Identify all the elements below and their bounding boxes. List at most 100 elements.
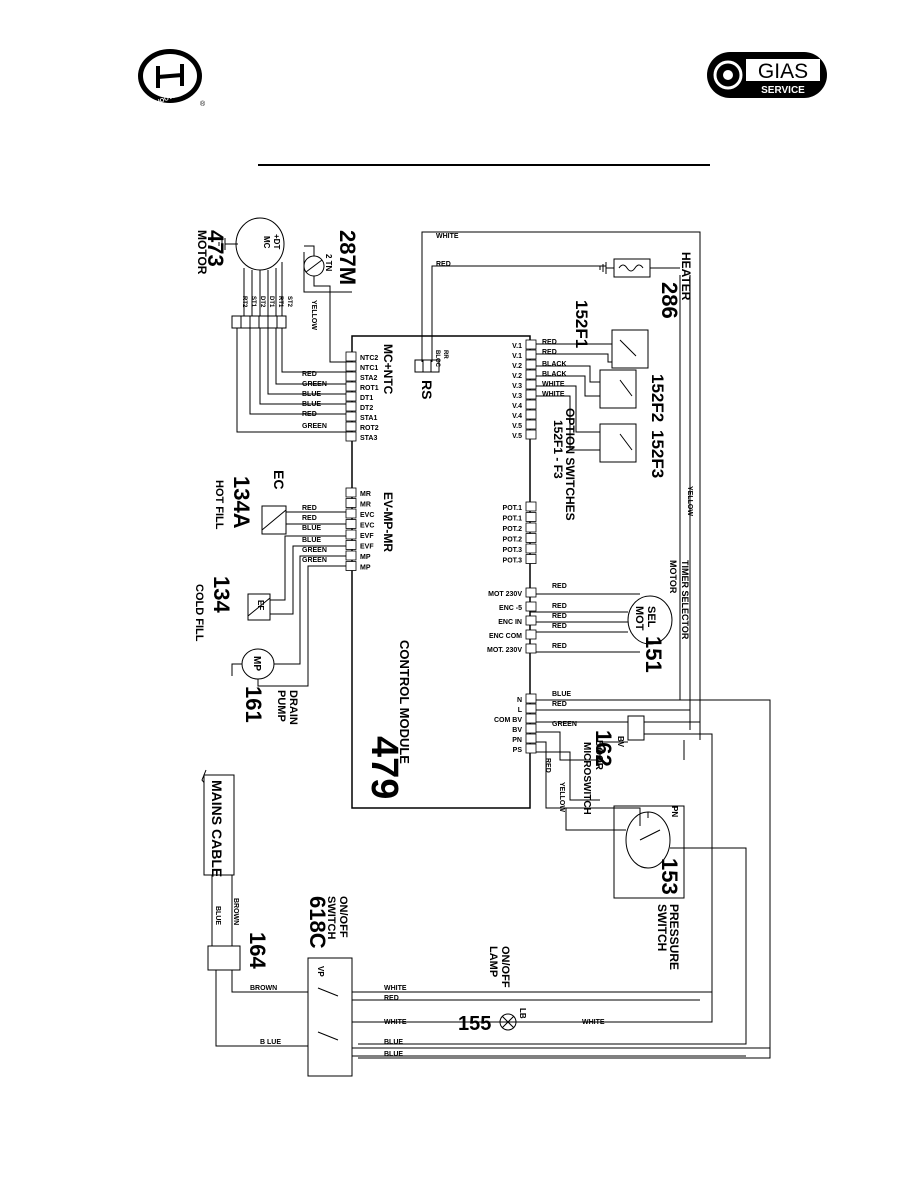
wire-label-timer: RED (552, 613, 567, 620)
control-module-box (351, 335, 531, 809)
module-pin (345, 361, 357, 372)
rs-connector (414, 359, 440, 373)
motor-terminal-label: DT2 (259, 296, 265, 308)
pressure-switch-box (613, 805, 685, 899)
wire-label-power: RED (552, 701, 567, 708)
filter-code: 164 (245, 932, 270, 969)
module-pin-label-valves: MR (360, 491, 371, 498)
option-switches-sub: 152F1 - F3 (551, 420, 565, 479)
module-pin-label-valves: EVF (360, 533, 374, 540)
module-pin (345, 487, 357, 498)
module-pin-label-valves: MR (360, 502, 371, 509)
module-pin-label-power: BV (512, 727, 522, 734)
wire-label-motor_ntc: GREEN (302, 423, 327, 430)
cold-fill-valve (247, 593, 271, 621)
motor-symbol-sub: +DT (272, 234, 281, 249)
wire-label-lamp-white: WHITE (582, 1019, 605, 1026)
hot-fill-code: 134A (229, 476, 254, 529)
wire-label-timer: RED (552, 603, 567, 610)
rs-pin-label: RR (442, 350, 448, 359)
control-module-code: 479 (363, 736, 405, 799)
module-pin-label-valves: EVF (360, 544, 374, 551)
door-switch-symbol-label: BV (616, 736, 625, 748)
lamp-label-1: ON/OFF (499, 946, 511, 988)
module-pin (345, 508, 357, 519)
module-pin (525, 733, 537, 744)
module-pin (525, 723, 537, 734)
wire-label-motor_ntc: BLUE (302, 391, 321, 398)
motor-code: 473 (203, 230, 228, 267)
module-pin (345, 381, 357, 392)
heater-label: HEATER (679, 252, 693, 301)
module-pin-label-options: V.1 (512, 353, 522, 360)
module-pin (345, 540, 357, 550)
registered-mark: ® (200, 100, 206, 108)
module-pin-label-timer: ENC -5 (499, 605, 522, 612)
module-pin-label-options: V.2 (512, 373, 522, 380)
motor-terminal-label: ST1 (250, 296, 256, 308)
wire-label-options: RED (542, 349, 557, 356)
module-pin-label-motor_ntc: ROT2 (360, 425, 379, 432)
door-switch-symbol (627, 715, 645, 741)
motor-label: MOTOR (195, 230, 209, 275)
pressure-switch-symbol-label: PN (670, 806, 679, 817)
onoff-switch-code: 618C (305, 896, 330, 949)
module-pin (525, 522, 537, 533)
motor-terminal-label: RT2 (241, 296, 247, 308)
module-pin (525, 713, 537, 724)
module-pin-label-timer: ENC IN (498, 619, 522, 626)
module-pin (525, 703, 537, 714)
module-pin-label-power: L (518, 707, 523, 714)
hoover-logo: HOOVER ® (136, 48, 208, 108)
hot-fill-label: HOT FILL (213, 480, 225, 530)
wire-label-switch-brown: BROWN (250, 985, 277, 992)
wire-label-mains-brown: BROWN (232, 898, 239, 925)
wire-label-options: BLACK (542, 361, 567, 368)
wire-label-motor_ntc: BLUE (302, 401, 321, 408)
lamp-symbol-label: LB (518, 1008, 527, 1019)
module-pin (525, 369, 537, 380)
module-pin (345, 431, 357, 442)
module-pin-label-motor_ntc: STA3 (360, 435, 377, 442)
module-pin (345, 401, 357, 412)
module-pin (345, 411, 357, 422)
onoff-switch-label-2: SWITCH (325, 896, 337, 939)
cold-fill-symbol: EF (256, 600, 265, 610)
timer-motor-symbol (627, 595, 673, 645)
module-pin (525, 643, 537, 654)
module-pin-label-pots: POT.3 (503, 547, 523, 554)
module-pin-label-power: PN (512, 737, 522, 744)
opt2-code: 152F2 (648, 374, 667, 422)
module-pin (525, 429, 537, 440)
ntc-code: 287M (335, 230, 360, 285)
wire-label-power: BLUE (552, 691, 571, 698)
wire-label-valves: RED (302, 505, 317, 512)
wire-label-options: WHITE (542, 381, 565, 388)
option-switch-2 (599, 369, 637, 409)
module-pin-label-valves: MP (360, 554, 371, 561)
wire-label-power: RED (544, 758, 551, 773)
motor-terminal-label: ST2 (286, 296, 292, 308)
module-pin (525, 389, 537, 400)
module-pin-label-timer: MOT 230V (488, 591, 522, 598)
motor-symbol-label: MC (262, 236, 271, 249)
module-pin (525, 693, 537, 704)
wire-label-power: GREEN (552, 721, 577, 728)
wire-label-valves: GREEN (302, 547, 327, 554)
module-pin-label-motor_ntc: STA2 (360, 375, 377, 382)
module-pin-label-pots: POT.1 (503, 505, 523, 512)
wire-label-options: BLACK (542, 371, 567, 378)
module-pin (525, 501, 537, 512)
module-pin-label-timer: MOT. 230V (487, 647, 522, 654)
rs-code: RS (419, 380, 435, 399)
drain-pump-symbol-label: MP (251, 656, 262, 671)
module-pin (345, 550, 357, 561)
ntc-sub: 2 TN (324, 254, 333, 272)
module-pin (345, 351, 357, 362)
cold-fill-code: 134 (209, 576, 234, 613)
module-pin-label-options: V.5 (512, 423, 522, 430)
module-pin (345, 421, 357, 432)
wire-label-valves: RED (302, 515, 317, 522)
wire-label-switch: RED (384, 995, 399, 1002)
wire-label-power: YELLOW (558, 782, 565, 812)
